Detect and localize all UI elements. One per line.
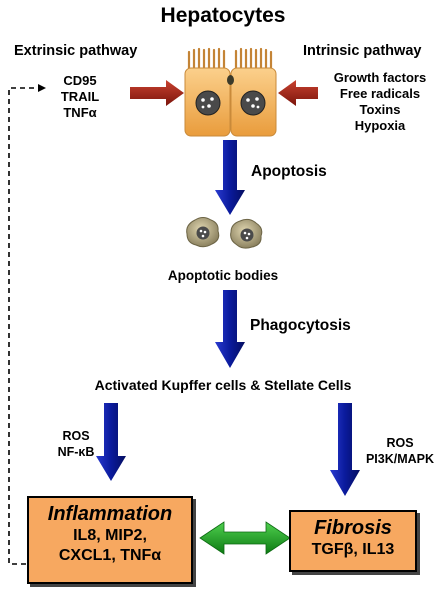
intrinsic-item: Growth factors bbox=[333, 70, 427, 85]
inflammation-line: CXCL1, TNFα bbox=[58, 547, 162, 564]
microvilli bbox=[187, 47, 273, 72]
intrinsic-item: Hypoxia bbox=[354, 118, 406, 133]
apoptotic-bodies-illustration bbox=[186, 217, 263, 249]
intrinsic-pathway-heading: Intrinsic pathway bbox=[303, 43, 422, 59]
fibrosis-title: Fibrosis bbox=[314, 517, 392, 539]
feedback-dashed-arrow bbox=[8, 87, 38, 565]
intrinsic-red-arrow bbox=[278, 80, 318, 106]
extrinsic-item: TRAIL bbox=[60, 89, 100, 104]
feedback-arrowhead bbox=[38, 84, 46, 92]
extrinsic-item: TNFα bbox=[63, 105, 97, 120]
left-signal: NF-κB bbox=[57, 445, 95, 459]
right-signal: ROS bbox=[386, 436, 414, 450]
apoptosis-label: Apoptosis bbox=[251, 163, 327, 180]
phagocytosis-label: Phagocytosis bbox=[250, 317, 351, 334]
green-double-arrow bbox=[199, 521, 291, 555]
fibrosis-box: Fibrosis TGFβ, IL13 bbox=[289, 510, 417, 572]
inflammation-blue-arrow bbox=[96, 403, 126, 481]
fibrosis-line: TGFβ, IL13 bbox=[311, 541, 395, 558]
hepatocytes-illustration bbox=[184, 47, 277, 137]
bile-canaliculus bbox=[227, 75, 234, 85]
inflammation-title: Inflammation bbox=[47, 503, 173, 525]
extrinsic-red-arrow bbox=[130, 80, 184, 106]
phagocytosis-blue-arrow bbox=[215, 290, 245, 368]
diagram-title: Hepatocytes bbox=[160, 4, 286, 27]
inflammation-box: Inflammation IL8, MIP2, CXCL1, TNFα bbox=[27, 496, 193, 584]
intrinsic-items: Growth factors Free radicals Toxins Hypo… bbox=[322, 70, 438, 134]
intrinsic-item: Free radicals bbox=[339, 86, 421, 101]
right-signals: ROS PI3K/MAPK bbox=[362, 435, 438, 467]
apoptotic-bodies-label: Apoptotic bodies bbox=[167, 268, 279, 283]
intrinsic-item: Toxins bbox=[359, 102, 401, 117]
fibrosis-blue-arrow bbox=[330, 403, 360, 496]
activated-cells-label: Activated Kupffer cells & Stellate Cells bbox=[94, 377, 352, 393]
extrinsic-item: CD95 bbox=[63, 73, 97, 88]
right-signal: PI3K/MAPK bbox=[365, 452, 435, 466]
nucleus-left bbox=[195, 90, 221, 116]
extrinsic-pathway-heading: Extrinsic pathway bbox=[14, 43, 138, 59]
extrinsic-items: CD95 TRAIL TNFα bbox=[48, 73, 112, 121]
nucleus-right bbox=[240, 90, 266, 116]
inflammation-line: IL8, MIP2, bbox=[73, 527, 147, 544]
left-signal: ROS bbox=[62, 429, 90, 443]
left-signals: ROS NF-κB bbox=[46, 428, 106, 460]
apoptosis-blue-arrow bbox=[215, 140, 245, 215]
